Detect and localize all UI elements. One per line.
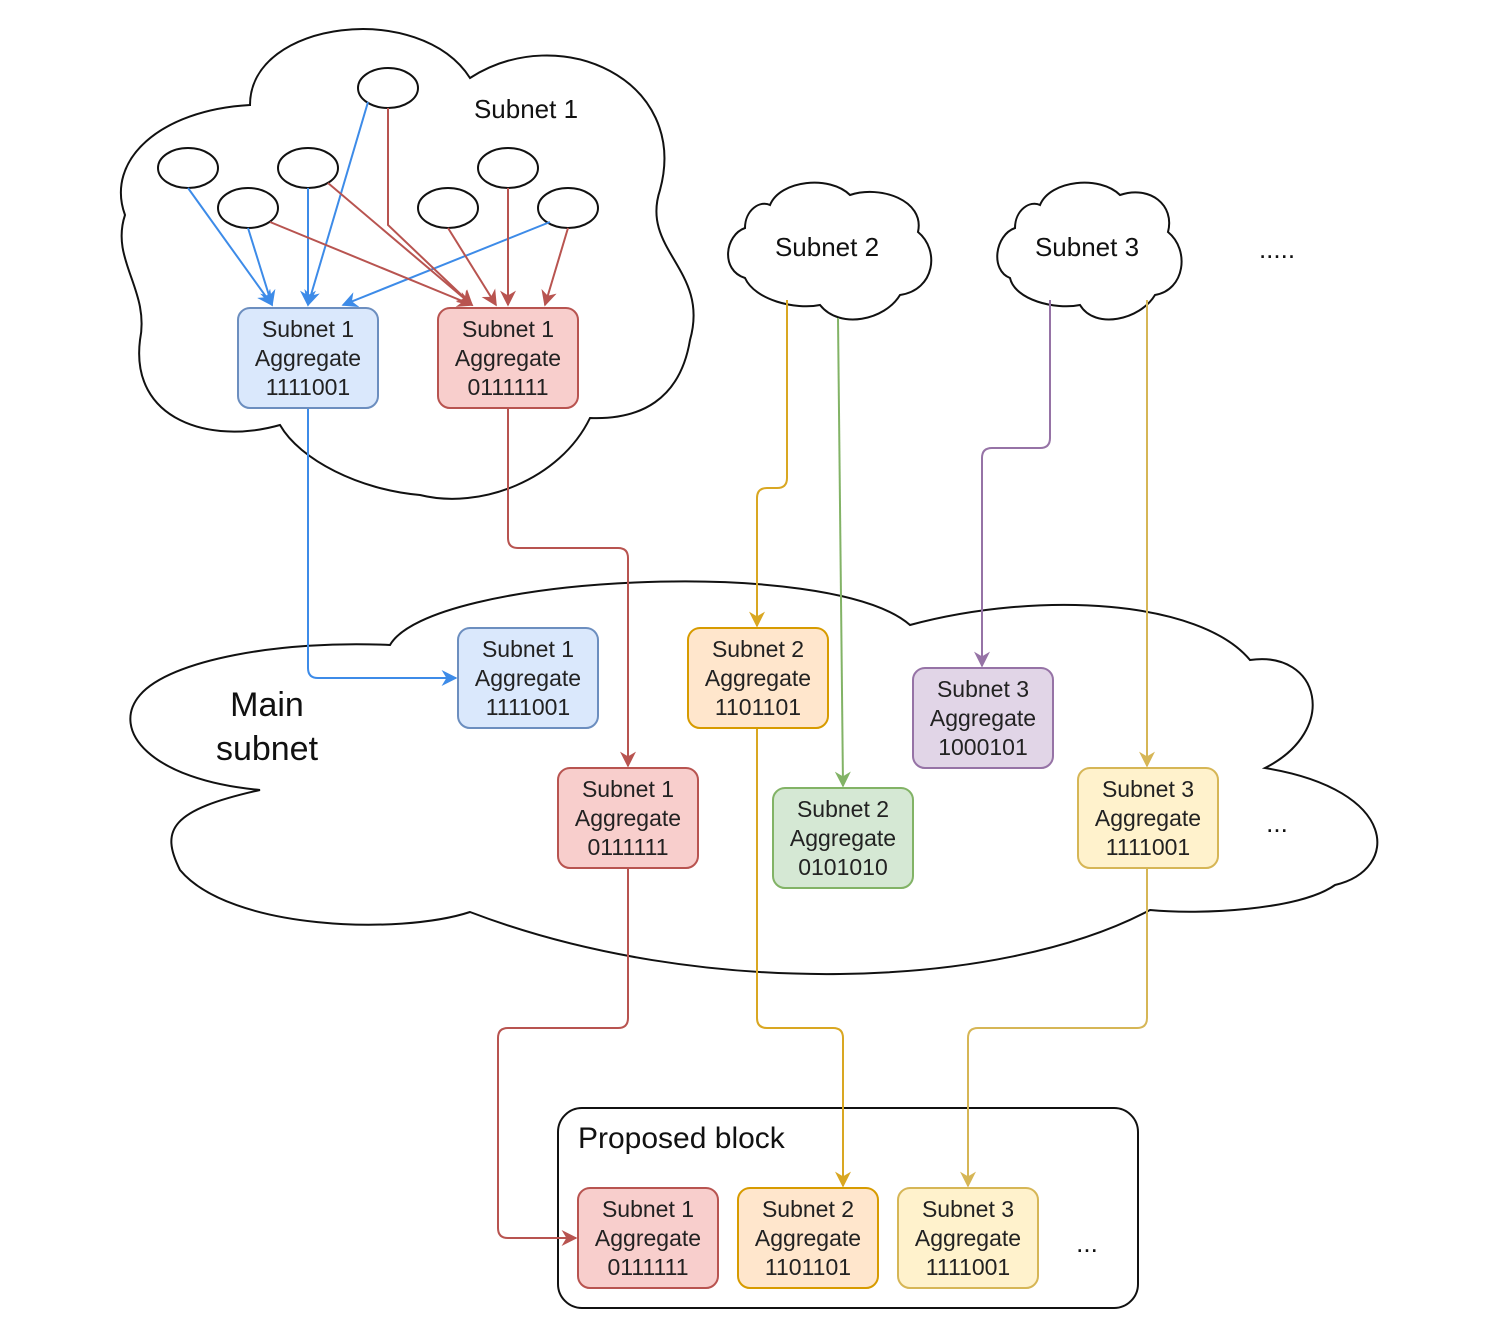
svg-text:Aggregate: Aggregate xyxy=(255,345,361,371)
aggregate-box-block-subnet-3: Subnet 3 Aggregate 1111001 xyxy=(897,1187,1039,1289)
svg-text:Aggregate: Aggregate xyxy=(575,805,681,831)
svg-text:1101101: 1101101 xyxy=(715,694,801,720)
route-connectors xyxy=(307,300,1155,1246)
svg-text:1111001: 1111001 xyxy=(926,1254,1010,1280)
svg-text:1000101: 1000101 xyxy=(938,734,1028,760)
subnet-1-blue-edges xyxy=(187,101,551,308)
subnet-1-node xyxy=(417,187,479,229)
svg-text:Subnet 1: Subnet 1 xyxy=(482,636,574,662)
aggregate-box-subnet-1-red: Subnet 1 Aggregate 0111111 xyxy=(437,307,579,409)
subnet-1-red-edges xyxy=(269,108,569,307)
svg-text:0111111: 0111111 xyxy=(467,374,548,400)
svg-text:1111001: 1111001 xyxy=(266,374,350,400)
svg-text:Aggregate: Aggregate xyxy=(455,345,561,371)
subnet-1-node xyxy=(277,147,339,189)
svg-text:Aggregate: Aggregate xyxy=(930,705,1036,731)
subnet-2-cloud xyxy=(727,181,933,321)
svg-text:0101010: 0101010 xyxy=(798,854,888,880)
main-subnet-label: subnet xyxy=(216,730,319,768)
aggregate-box-main-subnet-1-red: Subnet 1 Aggregate 0111111 xyxy=(557,767,699,869)
svg-text:Aggregate: Aggregate xyxy=(1095,805,1201,831)
subnet-1-node xyxy=(157,147,219,189)
svg-text:Aggregate: Aggregate xyxy=(595,1225,701,1251)
svg-text:Subnet 2: Subnet 2 xyxy=(712,636,804,662)
more-subnets-ellipsis: ..... xyxy=(1259,234,1295,264)
svg-text:Subnet 1: Subnet 1 xyxy=(602,1196,694,1222)
svg-text:Aggregate: Aggregate xyxy=(790,825,896,851)
subnet-2-label: Subnet 2 xyxy=(775,232,879,262)
main-subnet-label: Main xyxy=(230,686,304,724)
svg-text:1101101: 1101101 xyxy=(765,1254,851,1280)
svg-text:Aggregate: Aggregate xyxy=(915,1225,1021,1251)
svg-text:1111001: 1111001 xyxy=(1106,834,1190,860)
main-subnet-ellipsis: ... xyxy=(1266,808,1288,838)
subnet-1-node xyxy=(217,187,279,229)
svg-text:Subnet 1: Subnet 1 xyxy=(582,776,674,802)
svg-text:Aggregate: Aggregate xyxy=(755,1225,861,1251)
subnet-1-label: Subnet 1 xyxy=(474,94,578,124)
svg-text:Subnet 1: Subnet 1 xyxy=(262,316,354,342)
svg-text:Aggregate: Aggregate xyxy=(475,665,581,691)
aggregate-box-main-subnet-2-green: Subnet 2 Aggregate 0101010 xyxy=(772,787,914,889)
aggregate-box-block-subnet-1: Subnet 1 Aggregate 0111111 xyxy=(577,1187,719,1289)
proposed-block-ellipsis: ... xyxy=(1076,1228,1098,1258)
aggregate-box-subnet-1-blue: Subnet 1 Aggregate 1111001 xyxy=(237,307,379,409)
subnet-1-node xyxy=(537,187,599,229)
svg-text:Subnet 3: Subnet 3 xyxy=(922,1196,1014,1222)
subnet-3-label: Subnet 3 xyxy=(1035,232,1139,262)
svg-text:Subnet 3: Subnet 3 xyxy=(1102,776,1194,802)
subnet-3-cloud xyxy=(996,181,1183,321)
svg-text:Subnet 1: Subnet 1 xyxy=(462,316,554,342)
aggregate-box-main-subnet-3-purple: Subnet 3 Aggregate 1000101 xyxy=(912,667,1054,769)
proposed-block-title: Proposed block xyxy=(578,1122,786,1155)
svg-text:1111001: 1111001 xyxy=(486,694,570,720)
svg-text:0111111: 0111111 xyxy=(587,834,668,860)
svg-text:0111111: 0111111 xyxy=(607,1254,688,1280)
svg-text:Subnet 3: Subnet 3 xyxy=(937,676,1029,702)
svg-text:Subnet 2: Subnet 2 xyxy=(762,1196,854,1222)
subnet-1-node xyxy=(477,147,539,189)
svg-text:Subnet 2: Subnet 2 xyxy=(797,796,889,822)
aggregate-box-main-subnet-1-blue: Subnet 1 Aggregate 1111001 xyxy=(457,627,599,729)
aggregate-box-main-subnet-3-yellow: Subnet 3 Aggregate 1111001 xyxy=(1077,767,1219,869)
svg-text:Aggregate: Aggregate xyxy=(705,665,811,691)
aggregate-box-block-subnet-2: Subnet 2 Aggregate 1101101 xyxy=(737,1187,879,1289)
aggregate-box-main-subnet-2-orange: Subnet 2 Aggregate 1101101 xyxy=(687,627,829,729)
